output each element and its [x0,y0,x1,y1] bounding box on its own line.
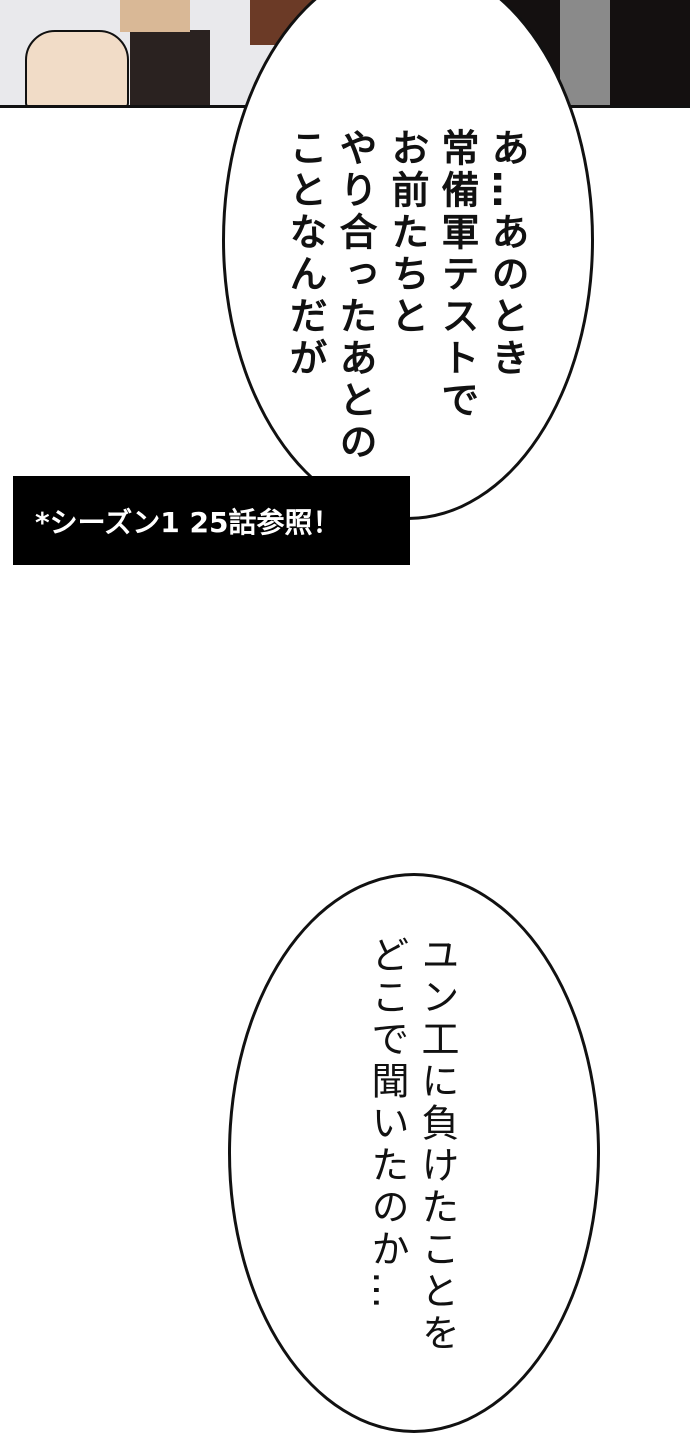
character-hand [25,30,129,105]
bubble-1-tail [425,0,437,24]
bubble-1-line-4: やり合ったあとの [333,128,377,464]
bubble-1-line-1: あ…あのとき [485,128,529,380]
bubble-1-line-5: ことなんだが [283,128,327,380]
grey-hair-highlight [560,0,610,105]
bubble-1-line-3: お前たちと [385,128,429,338]
bubble-1-line-2: 常備軍テストで [435,128,479,422]
character-neck [120,0,190,32]
bubble-2-line-2: どこで聞いたのか… [365,935,409,1313]
reference-caption: *シーズン1 25話参照！ [13,476,410,565]
bubble-2-line-1: ユン工に負けたことを [415,935,459,1355]
caption-text: *シーズン1 25話参照！ [35,505,341,539]
character-black-shirt [130,30,210,105]
